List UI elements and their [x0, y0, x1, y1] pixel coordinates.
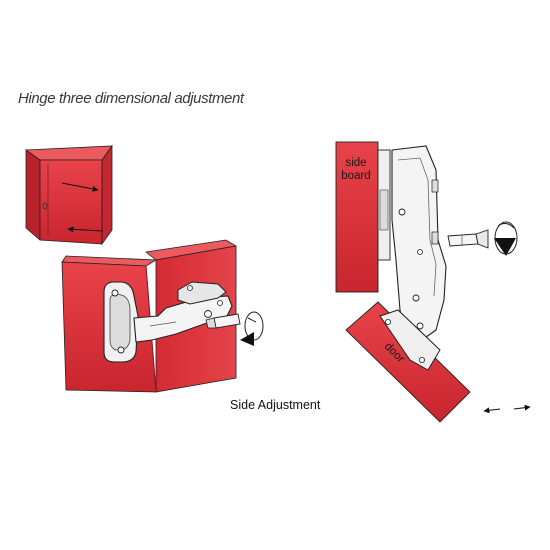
- cabinet-hinge-illustration: [61, 239, 264, 393]
- side-adjustment-caption: Side Adjustment: [230, 398, 321, 412]
- diagram-title: Hinge three dimensional adjustment: [18, 90, 244, 107]
- rotation-arrow-icon: [240, 311, 264, 346]
- cabinet-corner-illustration: [24, 144, 113, 246]
- hinge-arm-side: [391, 145, 447, 341]
- screwdriver-icon: [205, 313, 241, 329]
- screwdriver-icon: [447, 229, 489, 249]
- hinge-arm: [133, 281, 233, 343]
- hinge-cup: [103, 281, 139, 363]
- side-board-label-line2: board: [341, 170, 370, 182]
- side-view-illustration: side board door: [335, 141, 531, 423]
- side-board-panel: side board: [335, 141, 379, 293]
- side-board-label-line1: side: [345, 157, 366, 169]
- rotation-arrow-icon: [494, 221, 518, 256]
- direction-arrow-icon: [483, 404, 531, 414]
